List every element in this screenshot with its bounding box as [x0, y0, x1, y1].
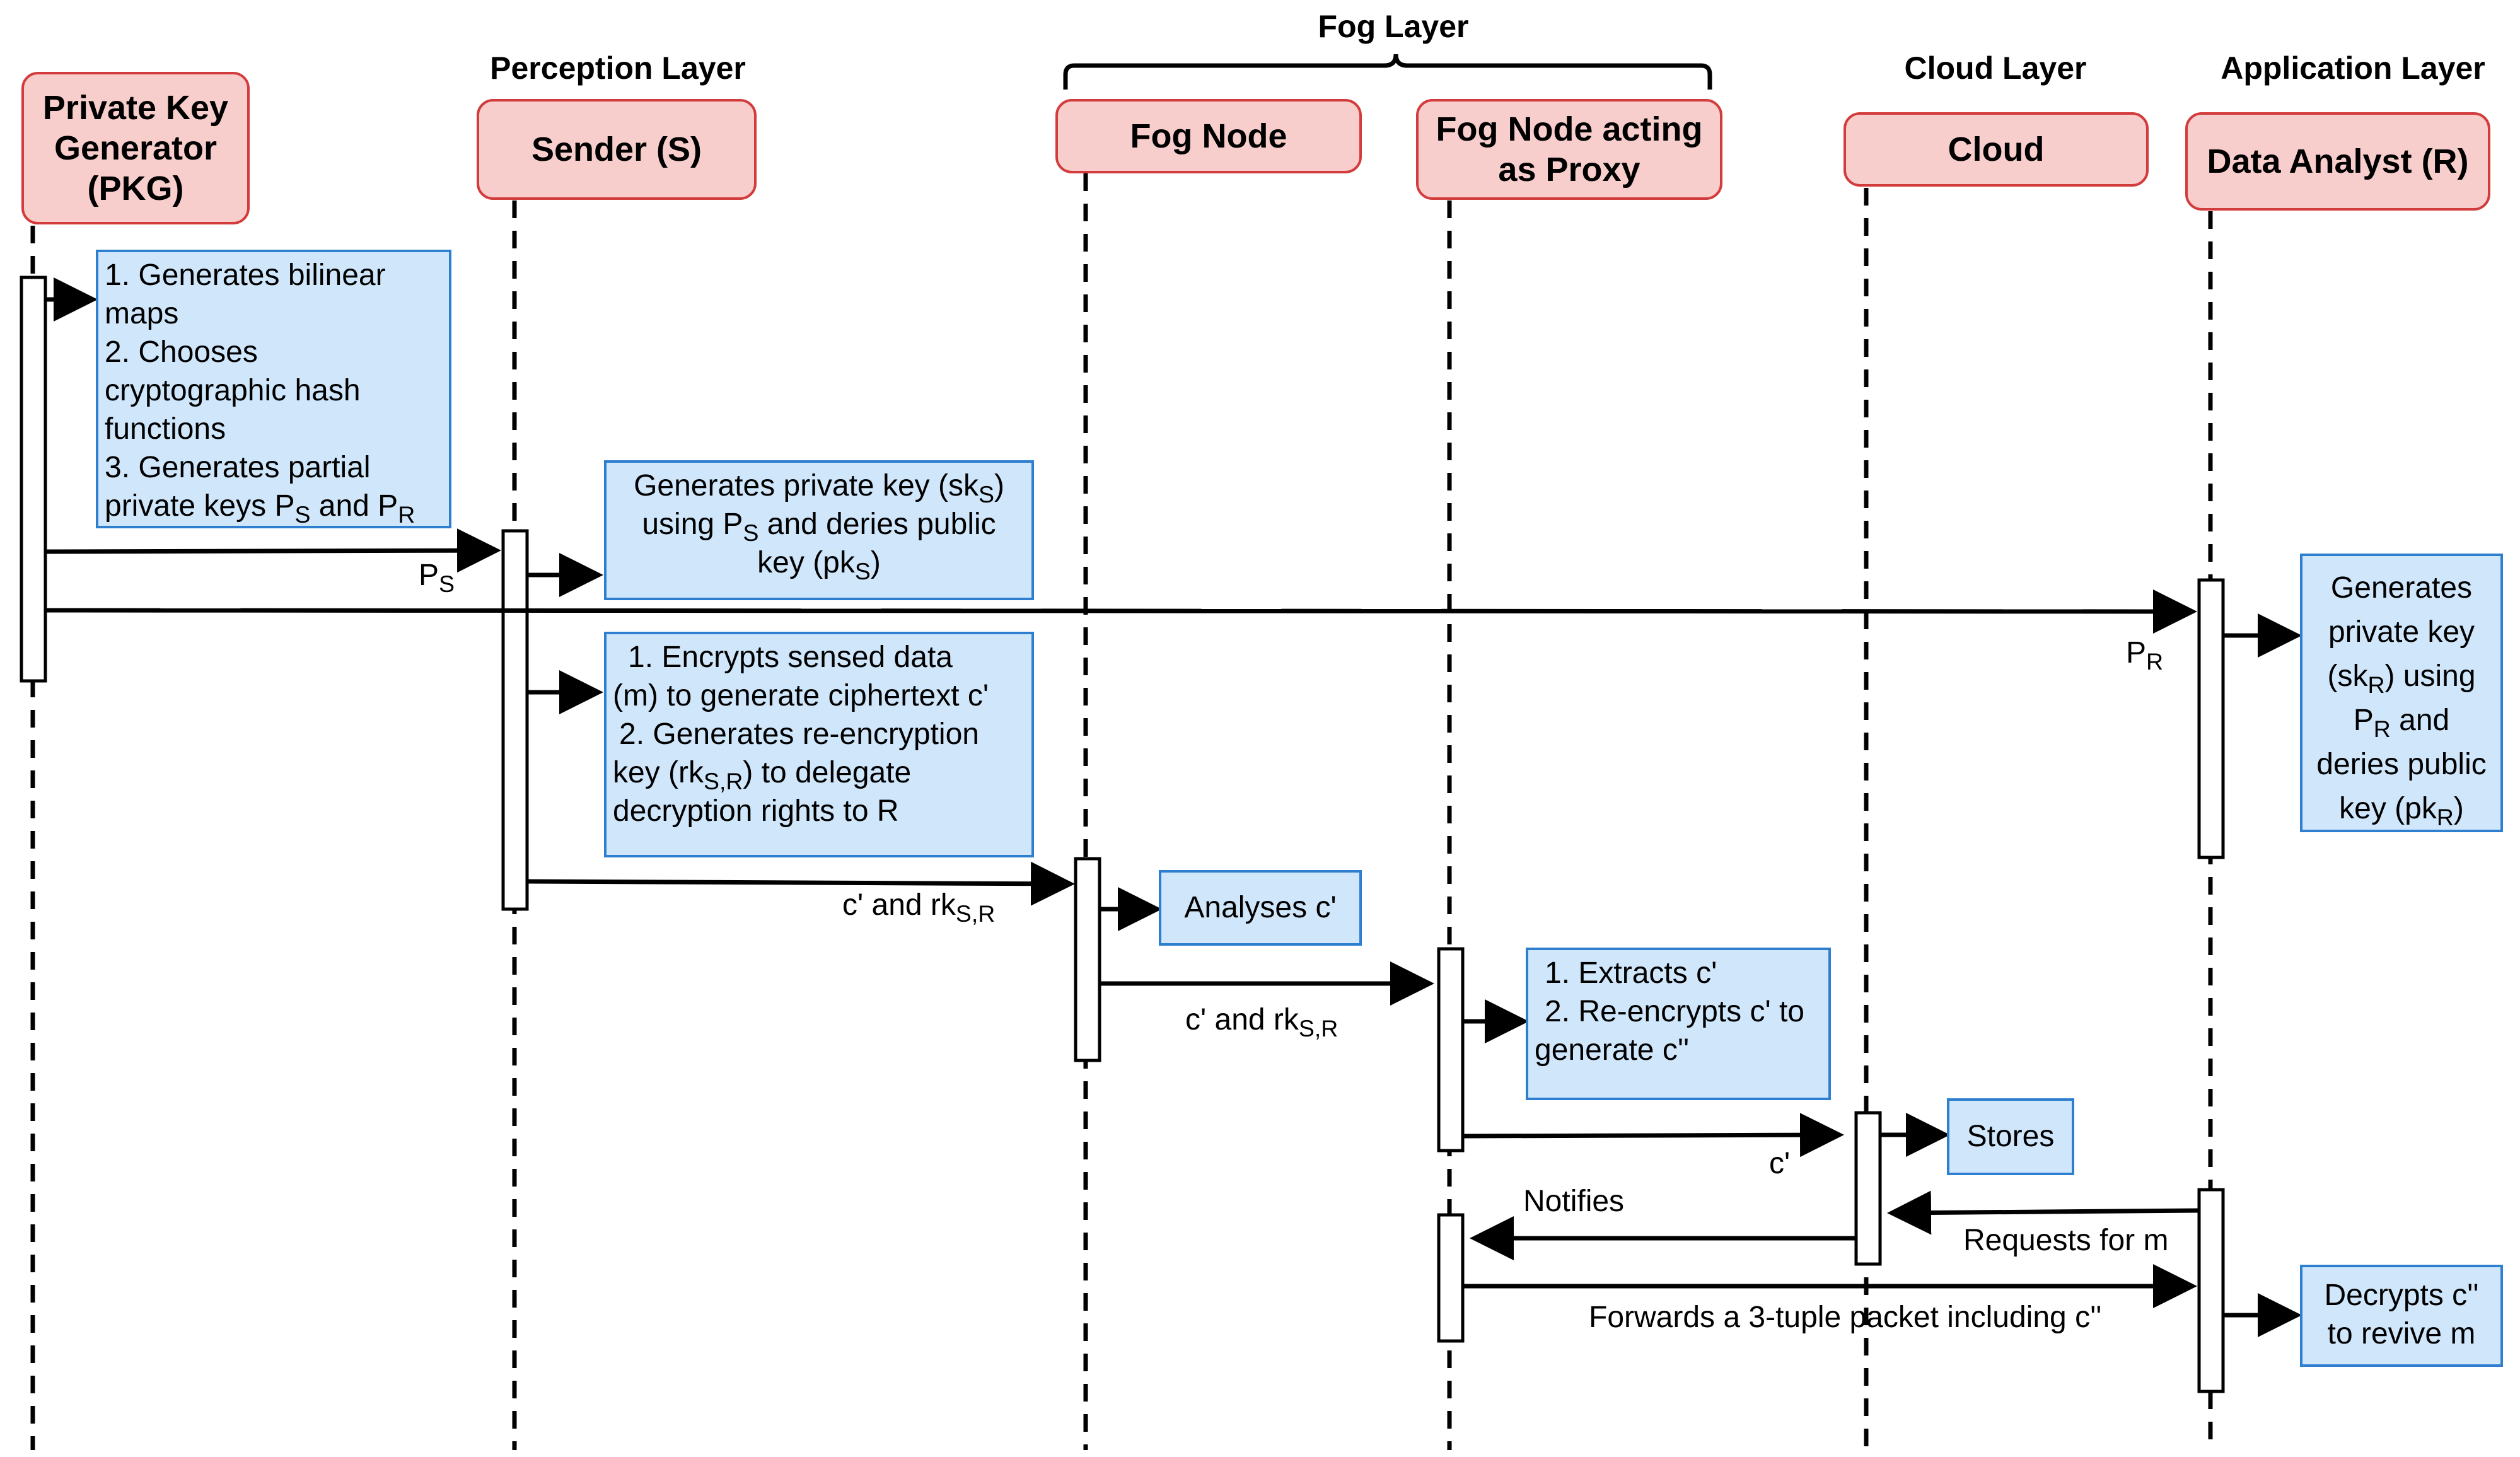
note-line: deries public [2316, 748, 2487, 781]
note-cloud-stores: Stores [1947, 1098, 2074, 1175]
note-line: private keys PS and PR [105, 489, 415, 528]
fog-proxy-activation-2 [1437, 1213, 1465, 1343]
note-line: key (rkS,R) to delegate [613, 756, 912, 795]
label-c-and-rk-1: c' and rkS,R [842, 888, 996, 927]
label-c-and-rk-2: c' and rkS,R [1185, 1003, 1338, 1042]
analyst-activation-2 [2197, 1188, 2225, 1393]
actor-fog-proxy: Fog Node acting as Proxy [1416, 99, 1722, 200]
actor-pkg: Private Key Generator (PKG) [21, 72, 250, 224]
note-line: key (pkR) [2339, 792, 2464, 831]
note-line: PR and [2353, 704, 2450, 743]
fog-proxy-activation-1 [1437, 947, 1465, 1152]
note-line: cryptographic hash [105, 374, 361, 407]
label-notifies: Notifies [1523, 1185, 1625, 1218]
label-forwards: Forwards a 3-tuple packet including c'' [1589, 1301, 2102, 1334]
label-ps: PS [419, 559, 455, 598]
label-pr: PR [2126, 636, 2164, 675]
actor-fog-node: Fog Node [1055, 99, 1362, 173]
cloud-layer-label: Cloud Layer [1904, 50, 2087, 86]
note-line: Decrypts c'' [2324, 1279, 2479, 1312]
note-line: Generates [2330, 571, 2473, 605]
note-line: 2. Chooses [105, 335, 258, 369]
note-analyst-keygen: Generates private key (skR) using PR and… [2300, 554, 2503, 832]
ps-arrow [45, 528, 501, 573]
requests-arrow [1887, 1190, 2200, 1235]
note-line: 3. Generates partial [105, 451, 371, 484]
note-analyst-decrypt: Decrypts c'' to revive m [2300, 1265, 2503, 1367]
note-sender-keygen: Generates private key (skS) using PS and… [604, 460, 1034, 600]
actor-cloud: Cloud [1844, 112, 2149, 187]
pkg-activation [20, 276, 47, 683]
label-requests: Requests for m [1963, 1224, 2169, 1257]
note-fog-analyses: Analyses c' [1159, 870, 1362, 946]
actor-data-analyst: Data Analyst (R) [2185, 112, 2490, 211]
note-line: 1. Encrypts sensed data [628, 641, 953, 674]
note-line: 2. Generates re-encryption [619, 717, 979, 751]
note-proxy-reencrypt: 1. Extracts c' 2. Re-encrypts c' to gene… [1526, 948, 1831, 1100]
note-line: functions [105, 412, 226, 446]
note-line: 1. Generates bilinear [105, 258, 386, 292]
note-line: (m) to generate ciphertext c' [613, 679, 989, 712]
note-line: 2. Re-encrypts c' to [1545, 995, 1804, 1028]
note-line: to revive m [2327, 1317, 2476, 1350]
sender-activation [501, 529, 529, 911]
fog-node-activation [1074, 857, 1101, 1062]
note-line: private key [2328, 615, 2475, 649]
note-sender-encrypt: 1. Encrypts sensed data (m) to generate … [604, 632, 1034, 857]
note-line: key (pkS) [757, 546, 881, 585]
application-layer-label: Application Layer [2221, 50, 2485, 86]
perception-layer-label: Perception Layer [490, 50, 746, 86]
c-rk-arrow-1 [526, 861, 1075, 906]
analyst-activation-1 [2197, 578, 2225, 859]
note-line: using PS and deries public [642, 508, 996, 547]
c-prime-arrow [1462, 1113, 1844, 1158]
actor-sender: Sender (S) [477, 99, 757, 200]
fog-layer-label: Fog Layer [1318, 9, 1469, 44]
note-line: maps [105, 297, 179, 330]
note-line: 1. Extracts c' [1545, 956, 1717, 990]
note-line: decryption rights to R [613, 794, 899, 828]
note-line: (skR) using [2327, 659, 2476, 699]
note-line: generate c'' [1535, 1033, 1690, 1067]
fog-layer-brace [1063, 54, 1712, 90]
note-pkg-setup: 1. Generates bilinear maps 2. Chooses cr… [96, 250, 451, 528]
label-c-prime: c' [1769, 1147, 1791, 1180]
note-line: Generates private key (skS) [634, 469, 1004, 508]
cloud-activation [1854, 1111, 1882, 1266]
pr-arrow [45, 589, 2197, 634]
